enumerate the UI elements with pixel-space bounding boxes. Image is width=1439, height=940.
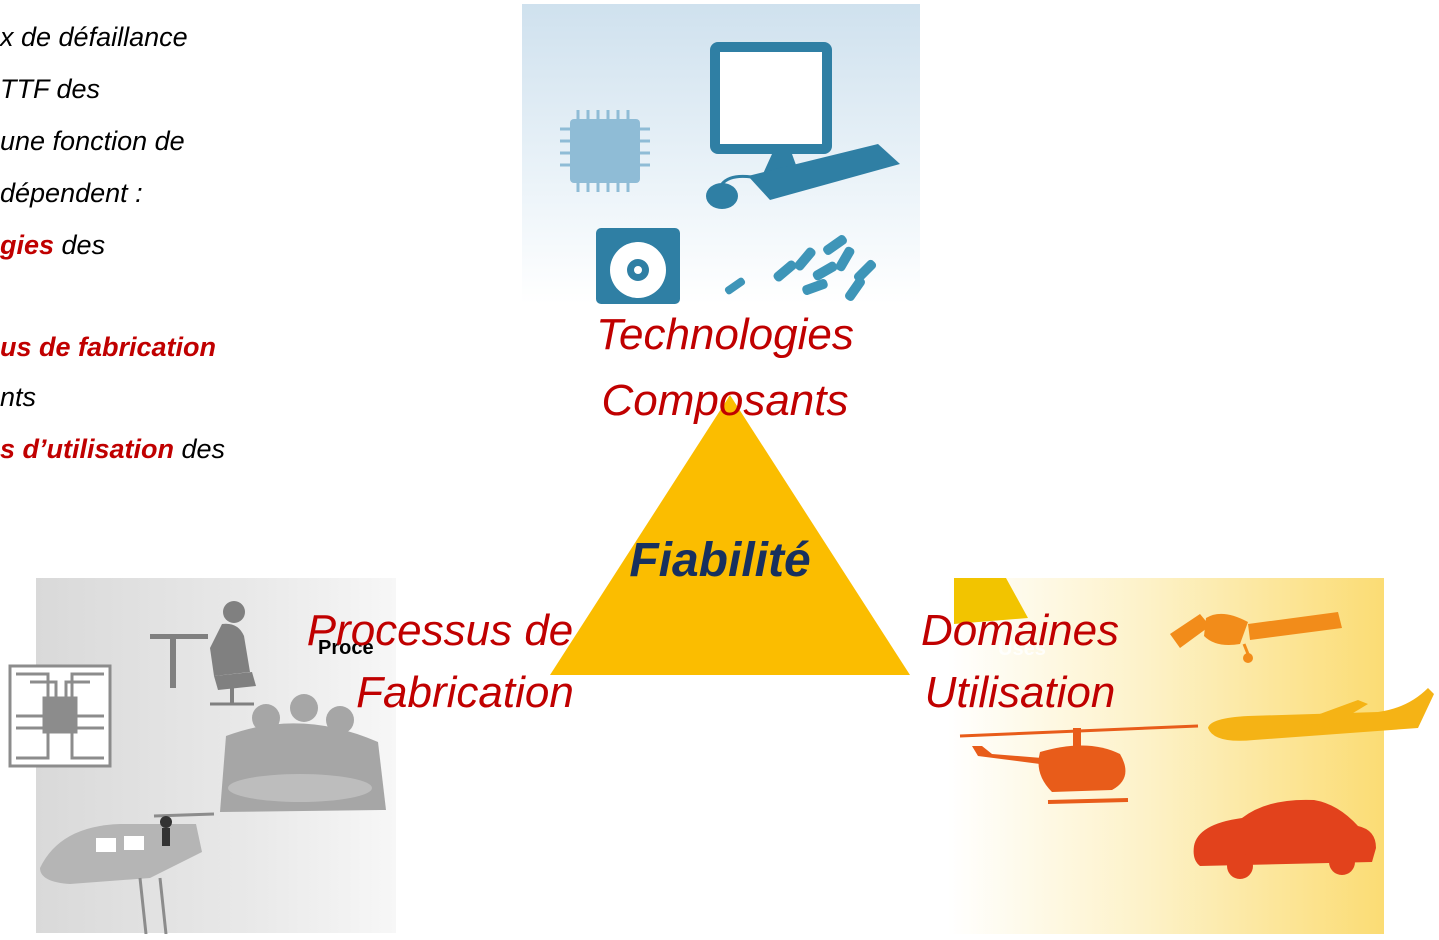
keyboard-icon (748, 144, 900, 200)
bullet-line: une fonction de (0, 126, 185, 156)
bullet-line: us de fabrication (0, 328, 216, 367)
person-at-desk-icon (150, 601, 256, 706)
label-utilisation: Utilisation (924, 668, 1116, 717)
center-title-fiabilite: Fiabilité (629, 534, 811, 587)
bullet-red-text: us de fabrication (0, 332, 217, 362)
label-processus: Processus de (306, 606, 574, 655)
label-composants: Composants (601, 376, 849, 425)
technologies-illustration (560, 42, 900, 304)
central-triangle (550, 395, 910, 675)
bullet-line: nts (0, 382, 37, 412)
processus-illustration: Proce (8, 601, 386, 934)
bullet-line: gies des (0, 226, 105, 265)
helicopter-assembly-icon (40, 812, 215, 934)
bullet-red-text: gies (0, 230, 55, 260)
computer-monitor-icon (710, 42, 832, 176)
hard-drive-icon (596, 228, 680, 304)
bullet-line: TTF des (0, 74, 101, 104)
meeting-group-icon (220, 694, 386, 812)
faint-proce-text: Proce (318, 637, 374, 659)
bullet-text-block: x de défaillance TTF des une fonction de… (0, 18, 360, 488)
utilisation-panel (948, 578, 1384, 934)
led-components-icon (724, 235, 877, 301)
bullet-line: x de défaillance (0, 22, 188, 52)
bullet-line: dépendent : (0, 178, 143, 208)
faint-uses-text: Uses (998, 638, 1046, 660)
label-fabrication: Fabrication (356, 668, 574, 717)
bullet-text: des (174, 434, 226, 464)
satellite-icon (1170, 612, 1342, 663)
chip-icon (560, 110, 650, 192)
circuit-board-icon (8, 664, 112, 768)
airplane-icon (1208, 688, 1434, 741)
label-domaines: Domaines (920, 606, 1120, 655)
yellow-shape (954, 578, 1028, 624)
triangle-shape (550, 395, 910, 675)
helicopter-icon (959, 724, 1199, 804)
car-icon (1193, 799, 1376, 879)
mouse-icon (706, 174, 763, 209)
utilisation-illustration: Uses (954, 578, 1434, 879)
bullet-red-text: s d’utilisation (0, 434, 175, 464)
bullet-line: s d’utilisation des (0, 430, 225, 469)
bullet-text: des (54, 230, 106, 260)
label-technologies: Technologies (596, 310, 854, 359)
